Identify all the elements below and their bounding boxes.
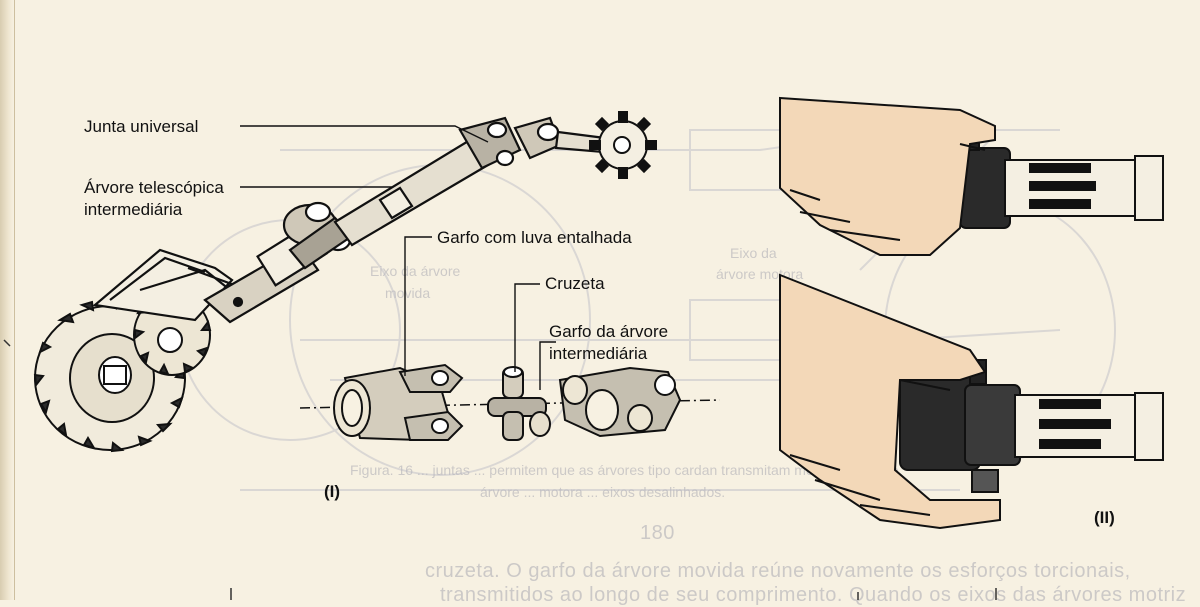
figure-number-ii: (II) [1094,508,1115,527]
splined-shaft-bottom [899,359,1164,493]
label-garfo-arvore-line1: Garfo da árvore [549,322,669,341]
ghost-label-right-1: Eixo da [730,245,777,261]
ghost-body-line-1: cruzeta. O garfo da árvore movida reúne … [425,560,1131,582]
leader-lines [240,125,556,390]
page-fold-line [14,0,15,600]
yoke-with-splined-sleeve [333,363,464,442]
label-arvore-telescopica-line1: Árvore telescópica [84,178,224,197]
hand-bottom [779,273,1001,530]
ghost-page-number: 180 [640,522,675,544]
universal-joint-upper [458,116,562,170]
label-junta-universal: Junta universal [84,117,199,136]
hand-top [779,96,996,256]
figure-number-i: (I) [324,482,341,501]
cross-spider [487,366,551,441]
drive-sprocket [589,111,657,179]
label-garfo-arvore-line2: intermediária [549,344,648,363]
crop-marks [3,339,997,600]
label-arvore-telescopica-line2: intermediária [84,200,183,219]
splined-shaft-top [959,127,1164,229]
label-garfo-luva: Garfo com luva entalhada [437,228,632,247]
ghost-label-left-1: Eixo da árvore [370,263,461,279]
ghost-caption-line-2: árvore ... motora ... eixos desalinhados… [480,484,726,500]
ghost-label-left-2: movida [385,285,431,301]
universal-joint-lower [282,201,354,270]
label-cruzeta: Cruzeta [545,274,605,293]
telescopic-shaft [203,116,607,324]
intermediate-shaft-yoke [558,366,682,438]
page-spine-shadow [0,0,14,600]
ghost-caption-line-1: Figura. 16 ... juntas ... permitem que a… [350,462,899,478]
